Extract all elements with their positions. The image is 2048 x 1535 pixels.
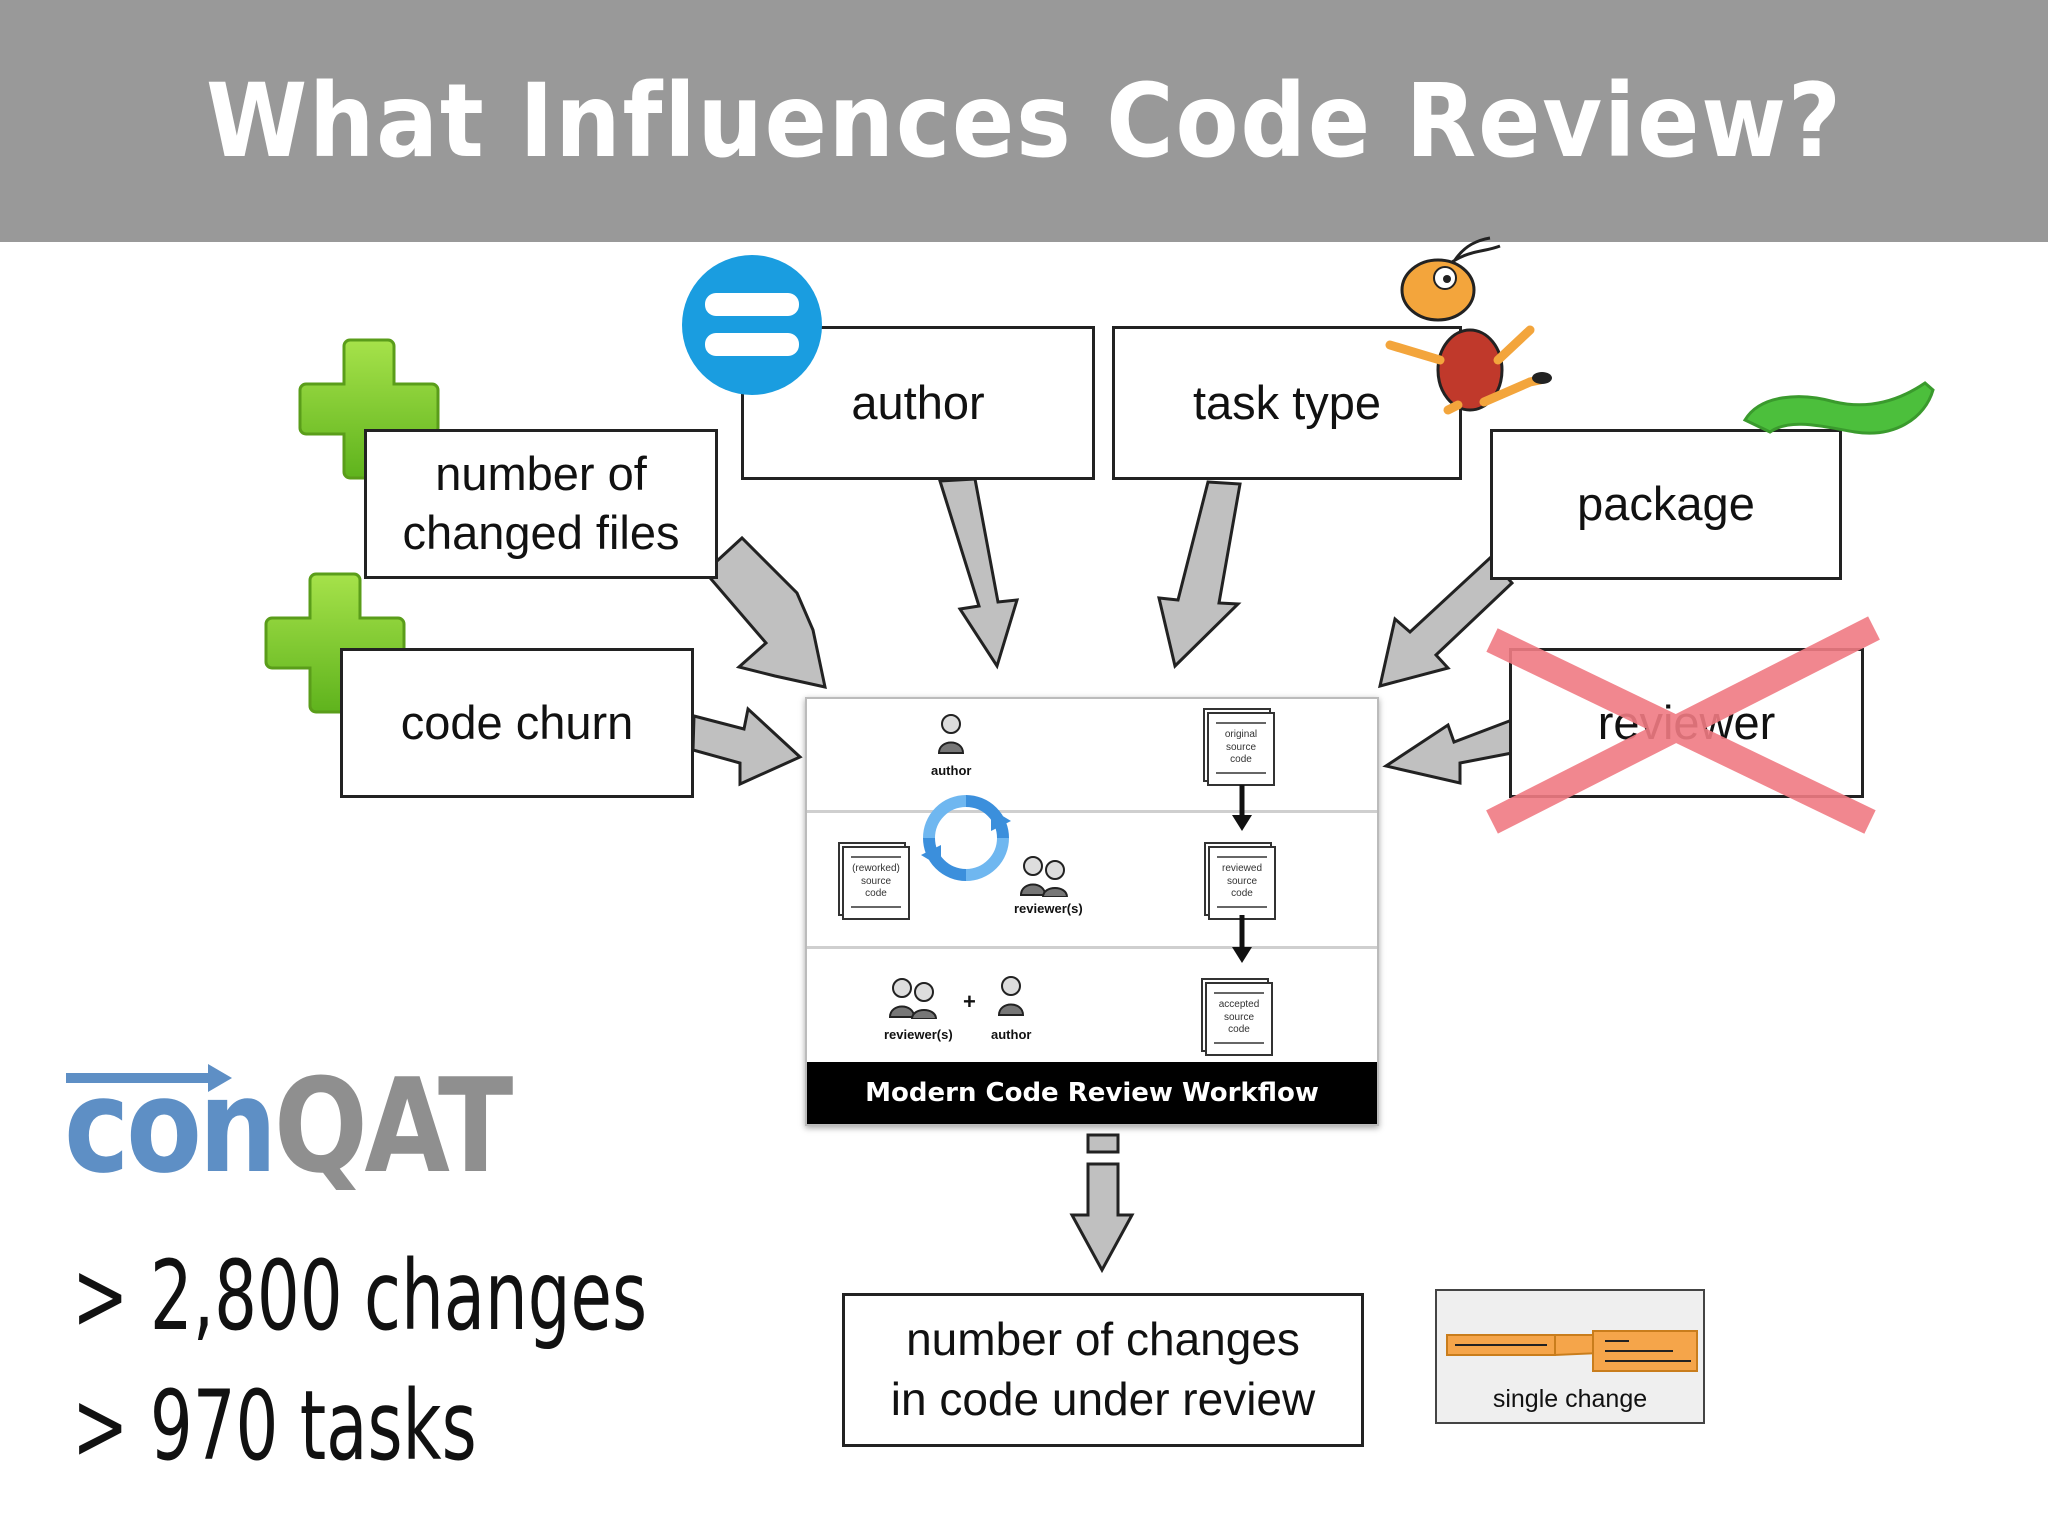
logo-part-qat: QAT [273, 1050, 513, 1202]
reviewers-icon [889, 978, 938, 1019]
factor-label: task type [1192, 375, 1382, 429]
single-change-label: single change [1492, 1385, 1648, 1413]
factor-label: changed files [402, 506, 680, 559]
stat-tasks: > 970 tasks [72, 1370, 477, 1482]
code-change-icon [1446, 1330, 1698, 1372]
author-icon [997, 976, 1025, 1016]
workflow-title: Modern Code Review Workflow [807, 1062, 1377, 1124]
arrow-author [937, 477, 1020, 670]
tilde-icon [1742, 381, 1935, 435]
author-icon [937, 714, 965, 754]
bug-mascot-icon [1385, 236, 1552, 415]
cross-out-icon [1486, 616, 1880, 834]
single-change-legend: single change [1435, 1289, 1705, 1424]
arrow-task-type [1157, 480, 1242, 669]
factor-label: author [851, 375, 985, 429]
arrow-reviewer [1382, 717, 1514, 785]
arrow-code-churn [691, 706, 803, 787]
factor-label: number of [435, 447, 647, 501]
outcome-label: in code under review [890, 1373, 1316, 1425]
arrow-package [1377, 555, 1515, 689]
outcome-label: number of changes [906, 1313, 1300, 1366]
stat-changes: > 2,800 changes [72, 1240, 648, 1352]
author-label: author [931, 763, 972, 778]
factor-code-churn: code churn [340, 648, 694, 798]
author-label: author [991, 1027, 1032, 1042]
arrow-outcome [1069, 1162, 1135, 1274]
factor-label: package [1577, 477, 1755, 531]
refresh-cycle-icon [921, 795, 1011, 881]
workflow-flow-arrows [1232, 785, 1252, 963]
reviewers-label: reviewer(s) [1014, 901, 1083, 916]
arrow-changed-files [702, 535, 827, 689]
equals-icon [682, 255, 822, 395]
slide-title: What Influences Code Review? [205, 61, 1843, 181]
arrow-outcome-dash [1086, 1133, 1120, 1154]
slide-header: What Influences Code Review? [0, 0, 2048, 242]
logo-arrow-icon [66, 1064, 232, 1092]
factor-changed-files: number of changed files [364, 429, 718, 579]
outcome-box: number of changes in code under review [842, 1293, 1364, 1447]
factor-package: package [1490, 429, 1842, 580]
reviewers-label: reviewer(s) [884, 1027, 953, 1042]
factor-label: code churn [400, 695, 634, 749]
plus-sign: + [963, 989, 976, 1014]
reviewers-icon [1020, 856, 1069, 897]
